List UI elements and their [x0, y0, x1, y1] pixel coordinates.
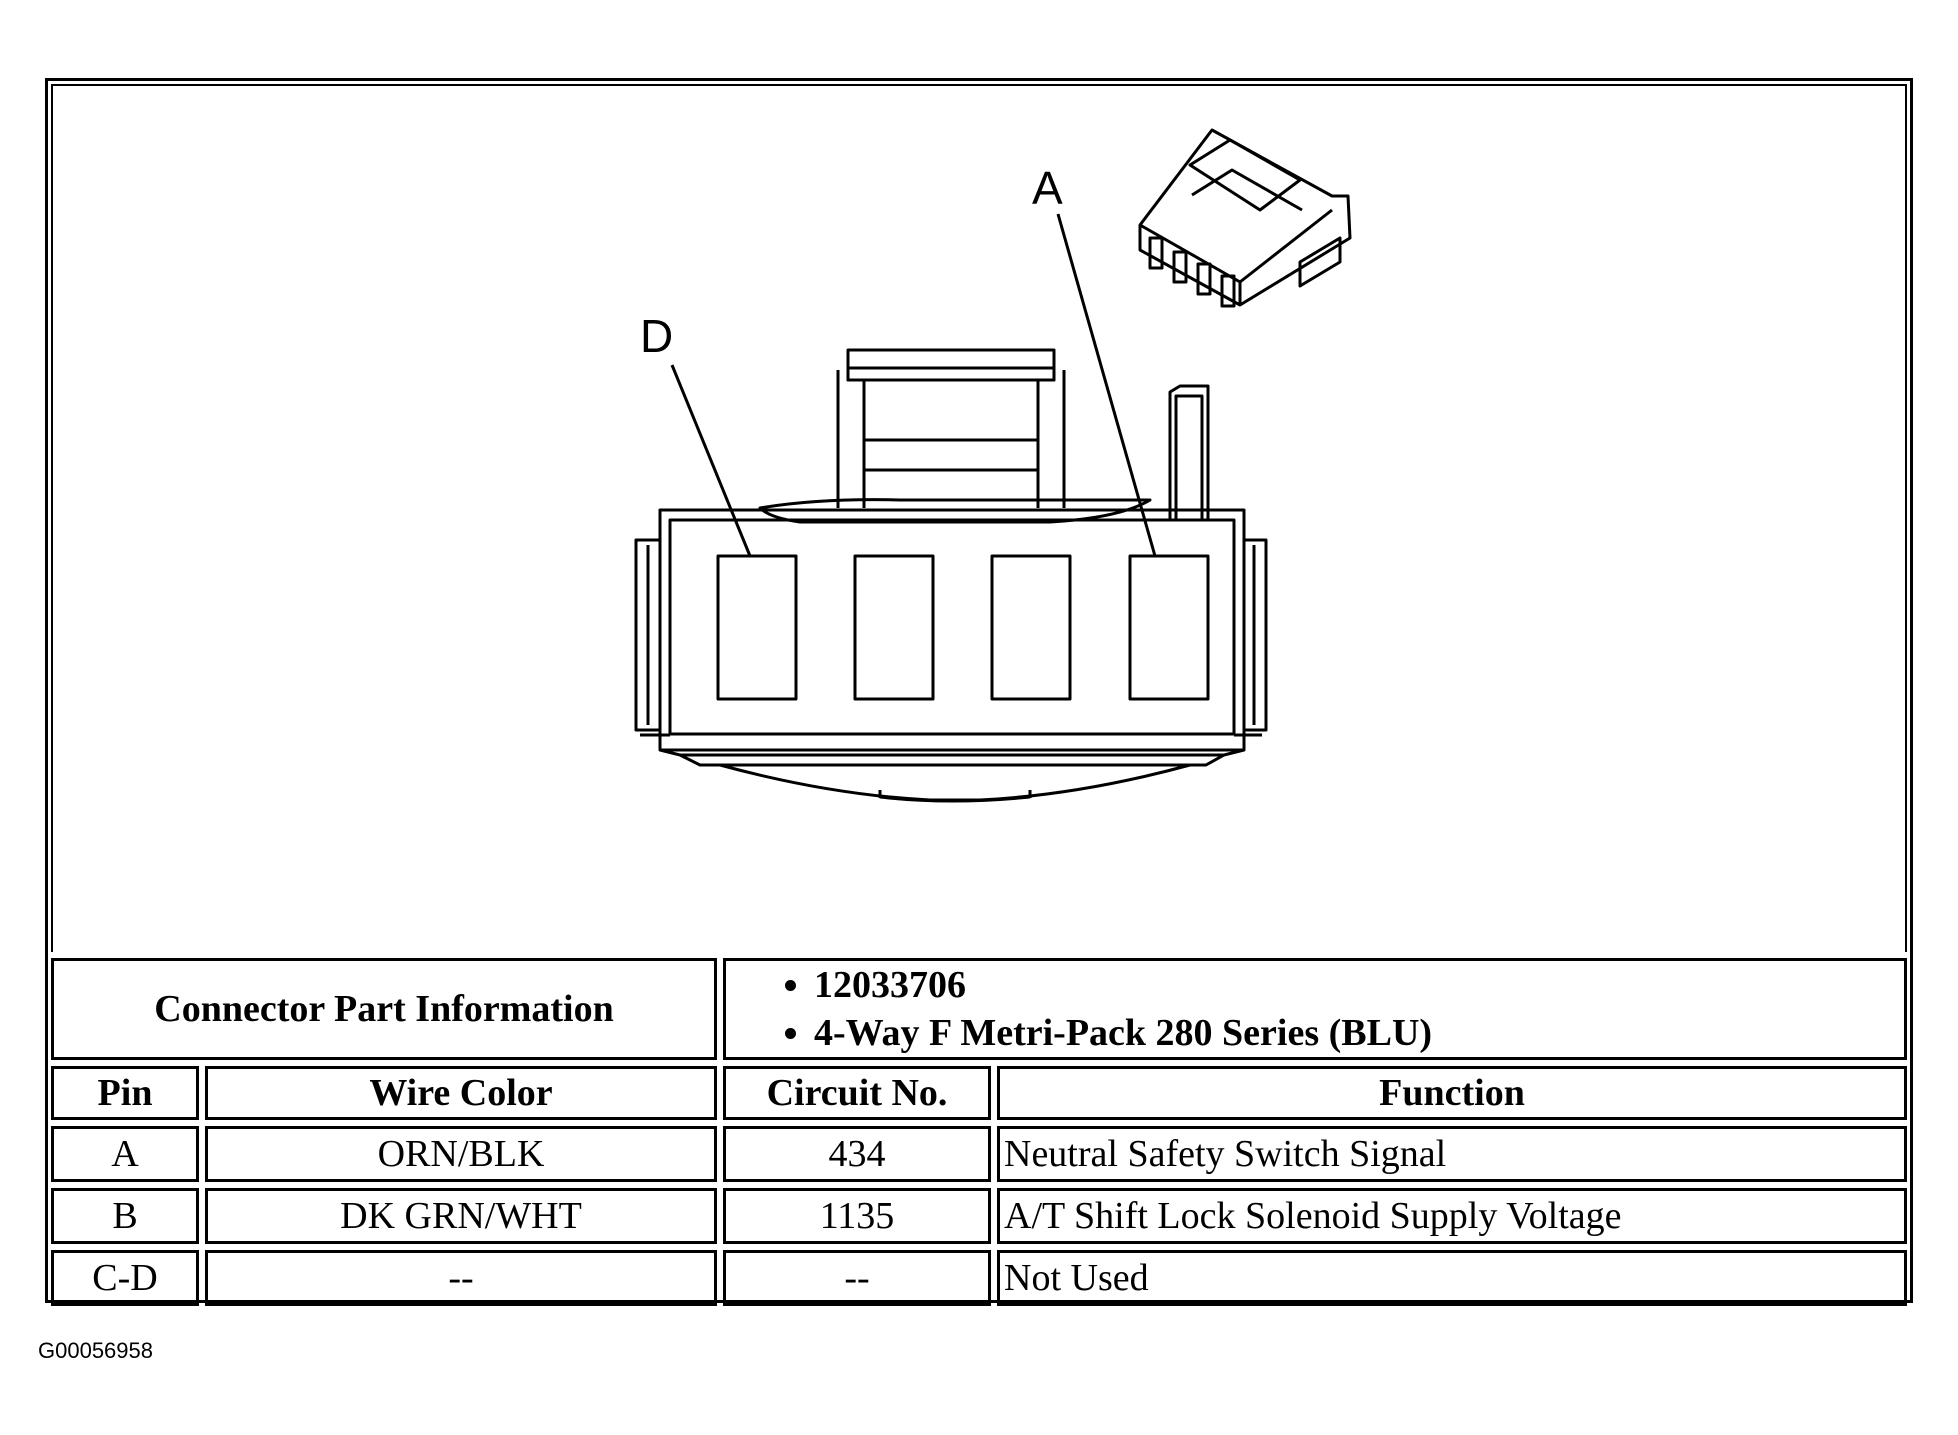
pin-label-a: A [1032, 162, 1063, 214]
table-header-row: Pin Wire Color Circuit No. Function [51, 1066, 1907, 1120]
cell-pin: A [51, 1126, 199, 1182]
connector-part-number: 12033706 [814, 961, 1904, 1009]
cell-function: Neutral Safety Switch Signal [997, 1126, 1907, 1182]
cell-wire-color: -- [205, 1250, 717, 1306]
cell-wire-color: DK GRN/WHT [205, 1188, 717, 1244]
connector-info-row: Connector Part Information 12033706 4-Wa… [51, 958, 1907, 1060]
pin-cavity-c [853, 554, 935, 701]
pin-cavity-a [1128, 554, 1210, 701]
diagram-frame [45, 78, 1913, 1303]
connector-info-list: 12033706 4-Way F Metri-Pack 280 Series (… [723, 958, 1907, 1060]
pin-d-leader [670, 364, 752, 557]
cell-circuit: 1135 [723, 1188, 991, 1244]
cell-wire-color: ORN/BLK [205, 1126, 717, 1182]
header-circuit-no: Circuit No. [723, 1066, 991, 1120]
header-pin: Pin [51, 1066, 199, 1120]
table-row: C-D -- -- Not Used [51, 1250, 1907, 1306]
pin-cavity-d [716, 554, 798, 701]
header-wire-color: Wire Color [205, 1066, 717, 1120]
connector-3d-thumbnail [1138, 128, 1352, 308]
diagram-panel [51, 84, 1907, 952]
connector-latch [836, 348, 1066, 508]
connector-description: 4-Way F Metri-Pack 280 Series (BLU) [814, 1009, 1904, 1057]
table-row: A ORN/BLK 434 Neutral Safety Switch Sign… [51, 1126, 1907, 1182]
header-function: Function [997, 1066, 1907, 1120]
cell-pin: B [51, 1188, 199, 1244]
pin-label-d: D [640, 310, 673, 362]
figure-id-caption: G00056958 [38, 1338, 153, 1363]
pin-cavity-b [990, 554, 1072, 701]
connector-diagram: A D [634, 128, 1352, 803]
connector-table: Connector Part Information 12033706 4-Wa… [45, 952, 1913, 1312]
table-row: B DK GRN/WHT 1135 A/T Shift Lock Solenoi… [51, 1188, 1907, 1244]
connector-info-label: Connector Part Information [51, 958, 717, 1060]
connector-body [634, 508, 1268, 803]
cell-function: Not Used [997, 1250, 1907, 1306]
cell-pin: C-D [51, 1250, 199, 1306]
cell-function: A/T Shift Lock Solenoid Supply Voltage [997, 1188, 1907, 1244]
pin-a-leader [1056, 213, 1157, 557]
connector-lock-tab [1168, 384, 1210, 520]
cell-circuit: 434 [723, 1126, 991, 1182]
cell-circuit: -- [723, 1250, 991, 1306]
